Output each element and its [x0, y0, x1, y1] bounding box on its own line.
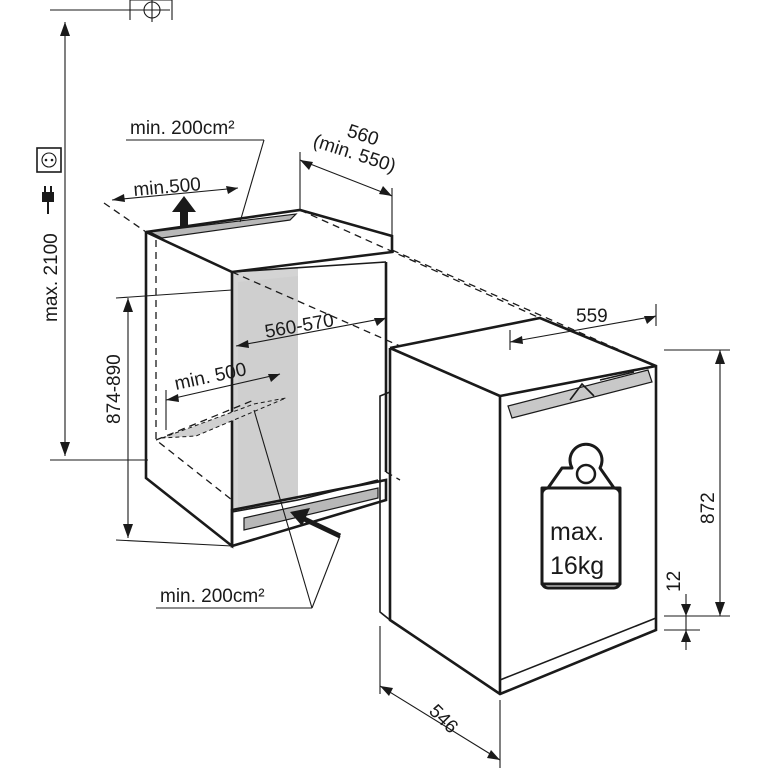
vent-top-callout: min. 200cm²: [126, 118, 265, 223]
plinth-gap-dimension: 12: [664, 571, 700, 650]
niche-height-label: 874-890: [104, 354, 125, 424]
niche-height-dimension: 874-890: [104, 289, 233, 547]
appliance-width-label: 559: [576, 306, 608, 327]
max-height-dimension: max. 2100: [41, 9, 170, 461]
vent-bottom-area-label: min. 200cm²: [160, 586, 265, 607]
arrow-up-icon: [172, 196, 196, 226]
plug-icon: [42, 186, 54, 214]
appliance-depth-dimension: 546: [379, 626, 501, 768]
appliance-height-dimension: 872: [664, 349, 730, 617]
socket-icon: [36, 147, 62, 173]
niche: [144, 208, 394, 549]
top-clearance-label: min.500: [133, 174, 202, 201]
weight-line1: max.: [550, 518, 604, 546]
vent-bottom-callout: min. 200cm²: [156, 409, 341, 609]
weight-line2: 16kg: [550, 552, 604, 580]
appliance-height-label: 872: [698, 492, 719, 524]
top-vent-grille: [147, 213, 298, 239]
weight-icon: max. 16kg: [540, 442, 622, 590]
plinth-gap-label: 12: [664, 571, 685, 592]
bottom-vent-grille: [243, 487, 379, 531]
appliance-width-dimension: 559: [509, 304, 657, 350]
max-height-label: max. 2100: [41, 233, 62, 322]
niche-depth-dimension: 560 (min. 550): [299, 121, 398, 250]
control-strip: [507, 369, 653, 419]
crosshair-icon: [129, 0, 173, 22]
vent-top-area-label: min. 200cm²: [130, 118, 235, 139]
arrow-diagonal-icon: [290, 508, 342, 539]
appliance: [379, 316, 658, 696]
